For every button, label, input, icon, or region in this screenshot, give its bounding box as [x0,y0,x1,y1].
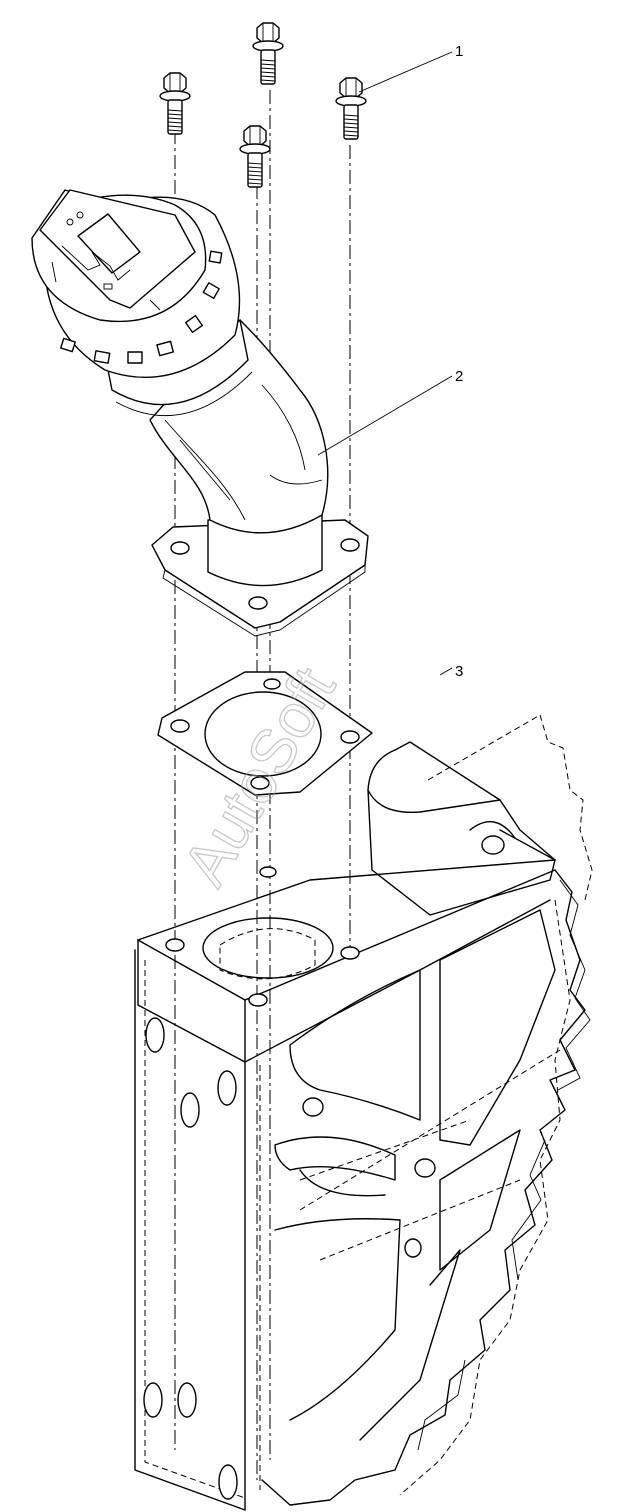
callout-label-3: 3 [455,663,463,680]
joystick-lever-icon [31,189,369,637]
callout-leaders [317,51,453,676]
gasket-icon [157,671,373,796]
flange-bolt-icon [159,22,367,188]
callout-label-2: 2 [455,368,463,385]
callout-label-1: 1 [455,43,463,60]
console-frame-icon [134,714,593,1511]
